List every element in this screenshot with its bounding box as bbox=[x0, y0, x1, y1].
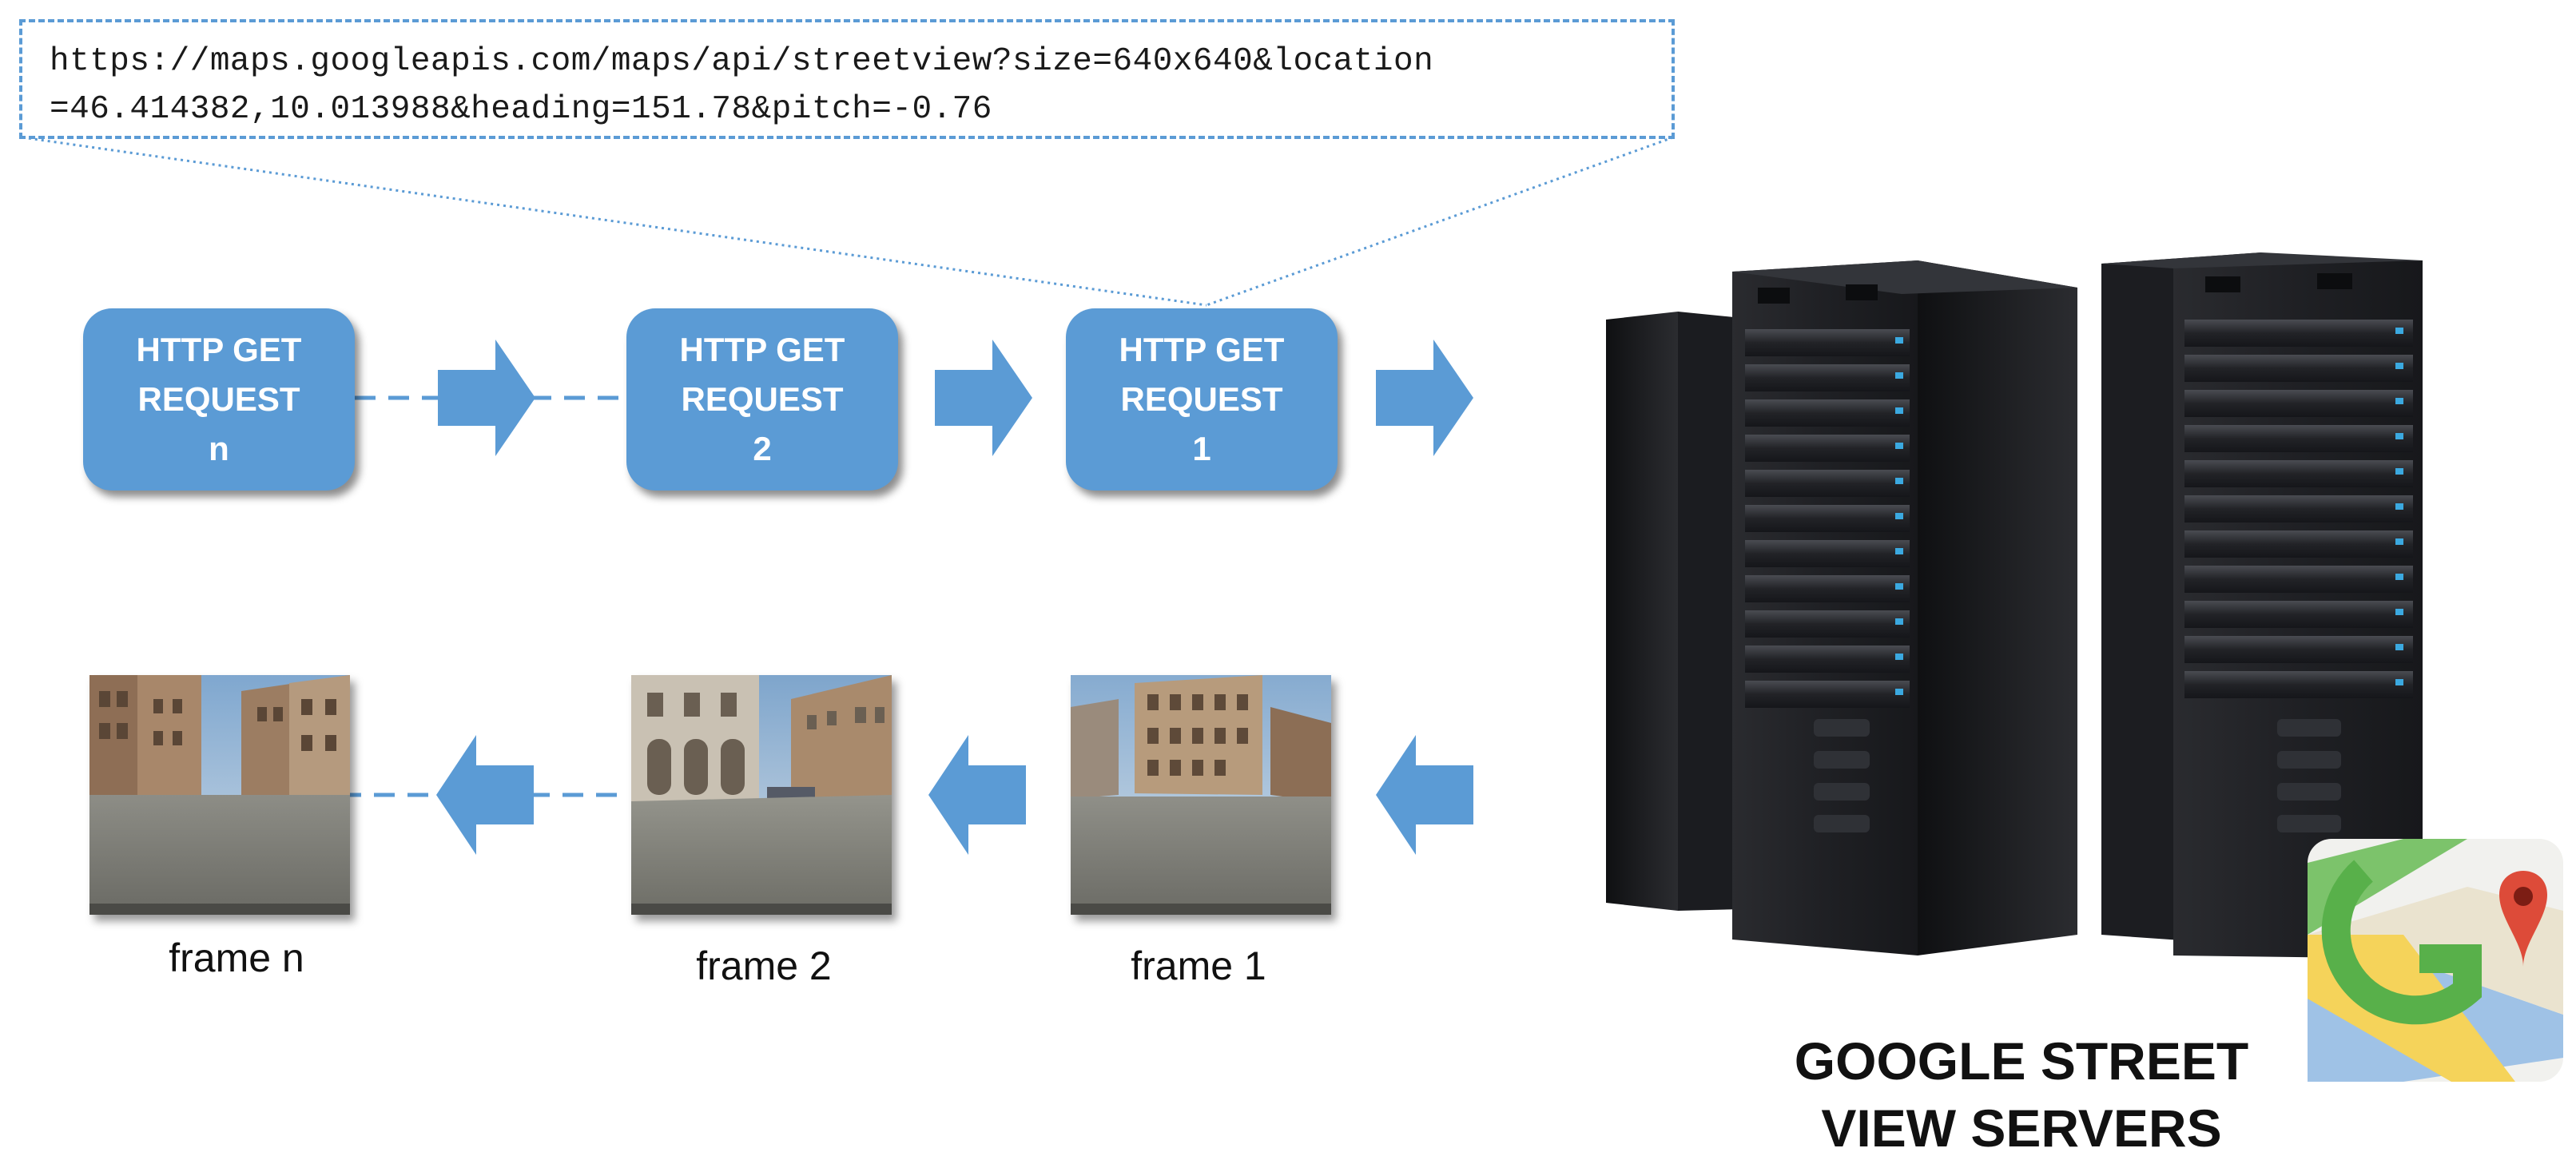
request-index: 2 bbox=[753, 430, 772, 467]
server-rack-icon bbox=[1732, 260, 2077, 955]
http-request-n-box: HTTP GET REQUEST n bbox=[83, 308, 355, 491]
http-request-1-box: HTTP GET REQUEST 1 bbox=[1066, 308, 1338, 491]
request-line: HTTP GET bbox=[1119, 331, 1285, 368]
request-line: REQUEST bbox=[137, 380, 300, 418]
callout-pointer-left bbox=[22, 136, 1207, 307]
server-rack-icon bbox=[1606, 312, 1742, 911]
servers-label-line: VIEW SERVERS bbox=[1821, 1098, 2222, 1158]
url-callout: https://maps.googleapis.com/maps/api/str… bbox=[19, 19, 1675, 139]
servers-label: GOOGLE STREET VIEW SERVERS bbox=[1742, 1027, 2301, 1162]
street-view-image bbox=[1071, 675, 1331, 915]
frame-label: frame 1 bbox=[1131, 944, 1266, 988]
street-view-image bbox=[631, 675, 892, 915]
right-arrow-icon bbox=[935, 340, 1032, 456]
frame-2-thumbnail bbox=[631, 675, 892, 915]
frame-label: frame n bbox=[169, 936, 304, 980]
servers-label-line: GOOGLE STREET bbox=[1794, 1031, 2249, 1091]
request-line: REQUEST bbox=[1120, 380, 1283, 418]
frame-label: frame 2 bbox=[696, 944, 832, 988]
server-rack-icon bbox=[2101, 252, 2423, 959]
frame-n-thumbnail bbox=[89, 675, 350, 915]
left-arrow-icon bbox=[436, 735, 534, 855]
request-line: HTTP GET bbox=[136, 331, 302, 368]
left-arrow-icon bbox=[928, 735, 1026, 855]
frame-1-thumbnail bbox=[1071, 675, 1331, 915]
request-index: 1 bbox=[1192, 430, 1211, 467]
url-line-2: =46.414382,10.013988&heading=151.78&pitc… bbox=[50, 91, 992, 128]
right-arrow-icon bbox=[438, 340, 535, 456]
left-arrow-icon bbox=[1376, 735, 1473, 855]
right-arrow-icon bbox=[1376, 340, 1473, 456]
request-line: REQUEST bbox=[681, 380, 844, 418]
request-index: n bbox=[209, 430, 229, 467]
url-line-1: https://maps.googleapis.com/maps/api/str… bbox=[50, 43, 1434, 80]
street-view-image bbox=[89, 675, 350, 915]
http-request-2-box: HTTP GET REQUEST 2 bbox=[626, 308, 898, 491]
request-line: HTTP GET bbox=[679, 331, 845, 368]
google-maps-logo-icon bbox=[2308, 839, 2563, 1082]
